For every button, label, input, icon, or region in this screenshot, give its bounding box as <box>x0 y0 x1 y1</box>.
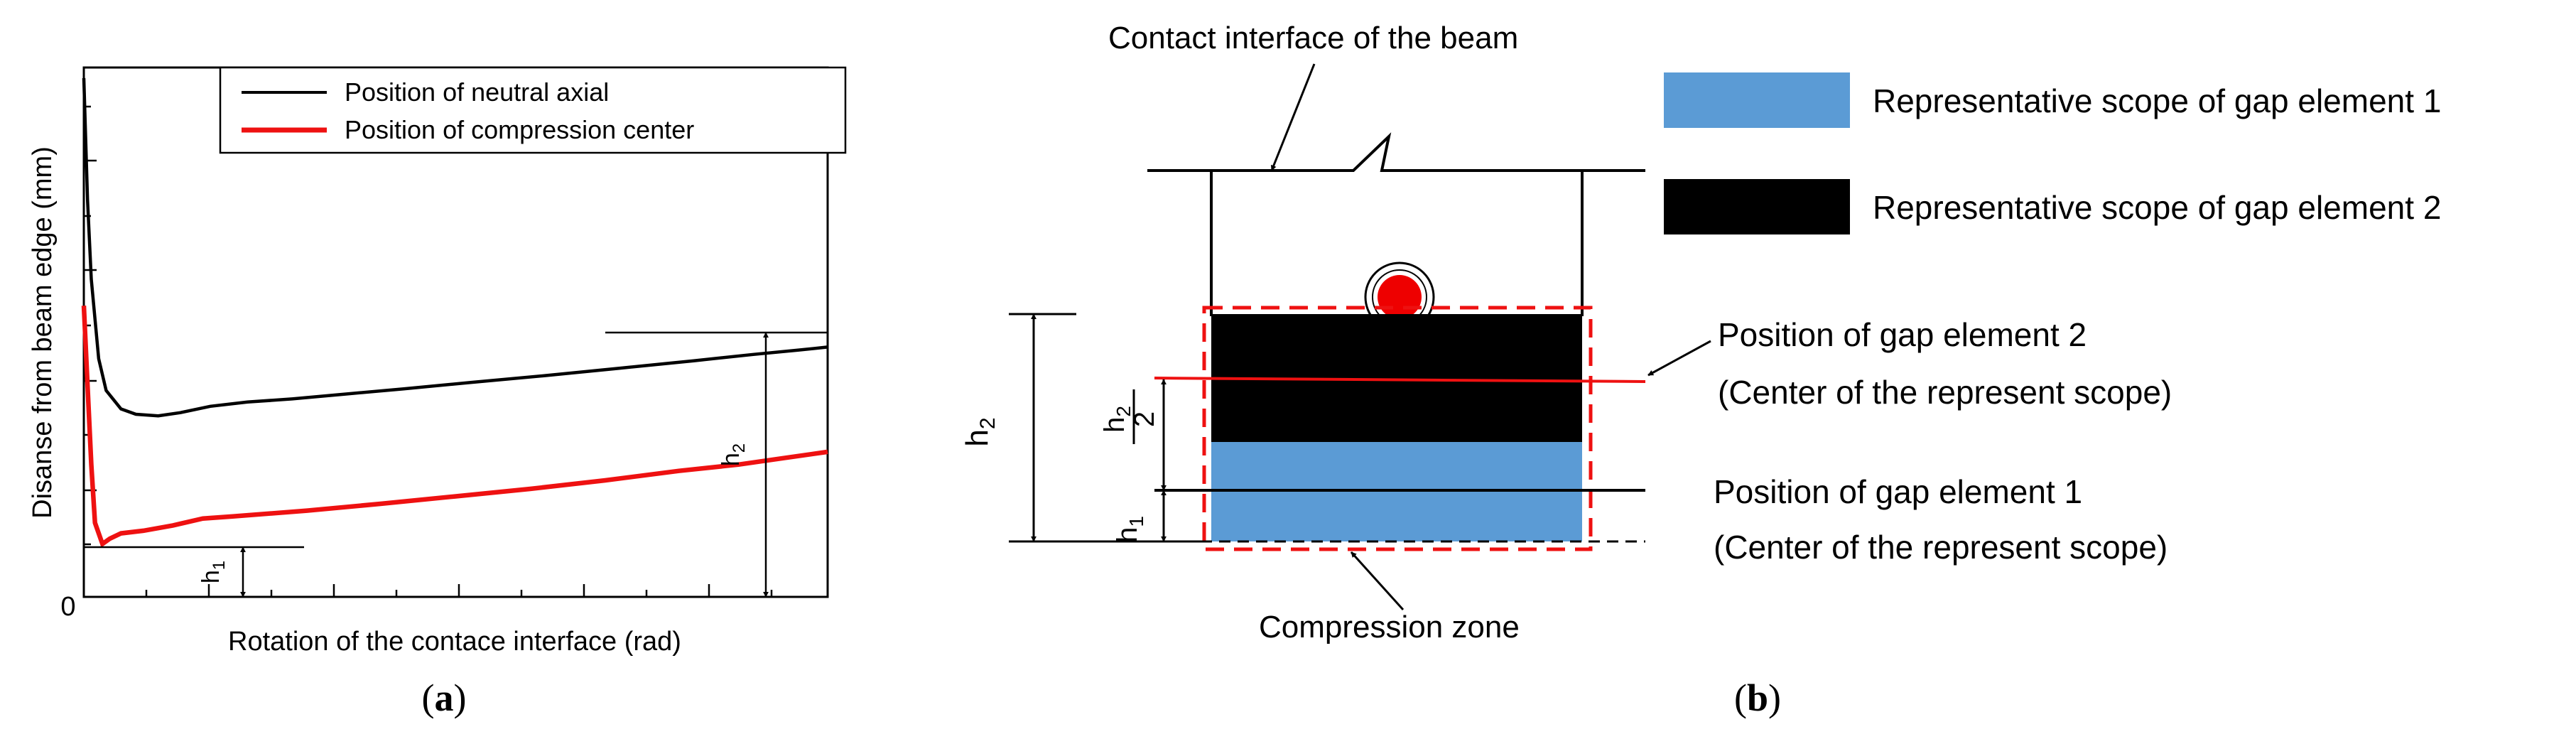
panel-a-chart: h1 h2 Position of neutral axial Position… <box>28 66 847 719</box>
x-axis-ticks <box>145 584 773 597</box>
beam-top-line-break <box>1147 132 1645 172</box>
legend-box <box>219 66 847 154</box>
caption-a: (a) <box>422 676 467 719</box>
series-line-compression-center <box>81 306 828 548</box>
h2-half-denominator: 2 <box>1129 411 1160 427</box>
h2-half-numerator: h2 <box>1099 406 1135 433</box>
contact-interface-label: Contact interface of the beam <box>1108 21 1518 55</box>
caption-b: (b) <box>1734 676 1781 719</box>
gap-element-1-label: Position of gap element 1 <box>1714 473 2082 510</box>
legend-label-gap-element-2: Representative scope of gap element 2 <box>1873 189 2441 226</box>
h2-label: h2 <box>718 443 749 466</box>
panel-b-diagram: Contact interface of the beam h2 h2 2 <box>960 21 2441 719</box>
legend-label-neutral-axial: Position of neutral axial <box>345 77 609 107</box>
origin-label: 0 <box>60 592 75 622</box>
diagram-legend: Representative scope of gap element 1 Re… <box>1664 72 2441 234</box>
contact-interface-arrow <box>1270 63 1316 171</box>
h2-label: h2 <box>960 417 1000 446</box>
y-axis-label: Disanse from beam edge (mm) <box>28 146 58 519</box>
legend-label-compression-center: Position of compression center <box>345 115 694 144</box>
compression-zone-label: Compression zone <box>1259 610 1520 644</box>
legend-swatch-gap-element-2 <box>1664 179 1850 234</box>
legend-swatch-gap-element-1 <box>1664 72 1850 128</box>
h1-label: h1 <box>1112 516 1147 543</box>
series-line-neutral-axial <box>82 77 828 418</box>
x-axis-label: Rotation of the contace interface (rad) <box>228 627 681 657</box>
gap-element-2-center-line <box>1154 377 1646 383</box>
h1-label: h1 <box>197 561 229 583</box>
rebar-core <box>1378 275 1422 319</box>
gap-element-2-label: Position of gap element 2 <box>1718 316 2087 353</box>
gap-element-2-sublabel: (Center of the represent scope) <box>1718 374 2172 411</box>
legend-label-gap-element-1: Representative scope of gap element 1 <box>1873 82 2441 119</box>
chart-legend: Position of neutral axial Position of co… <box>219 66 847 154</box>
gap-element-2-callout-arrow <box>1647 340 1711 377</box>
gap-element-1-sublabel: (Center of the represent scope) <box>1714 529 2168 566</box>
compression-zone-arrow <box>1350 551 1405 611</box>
